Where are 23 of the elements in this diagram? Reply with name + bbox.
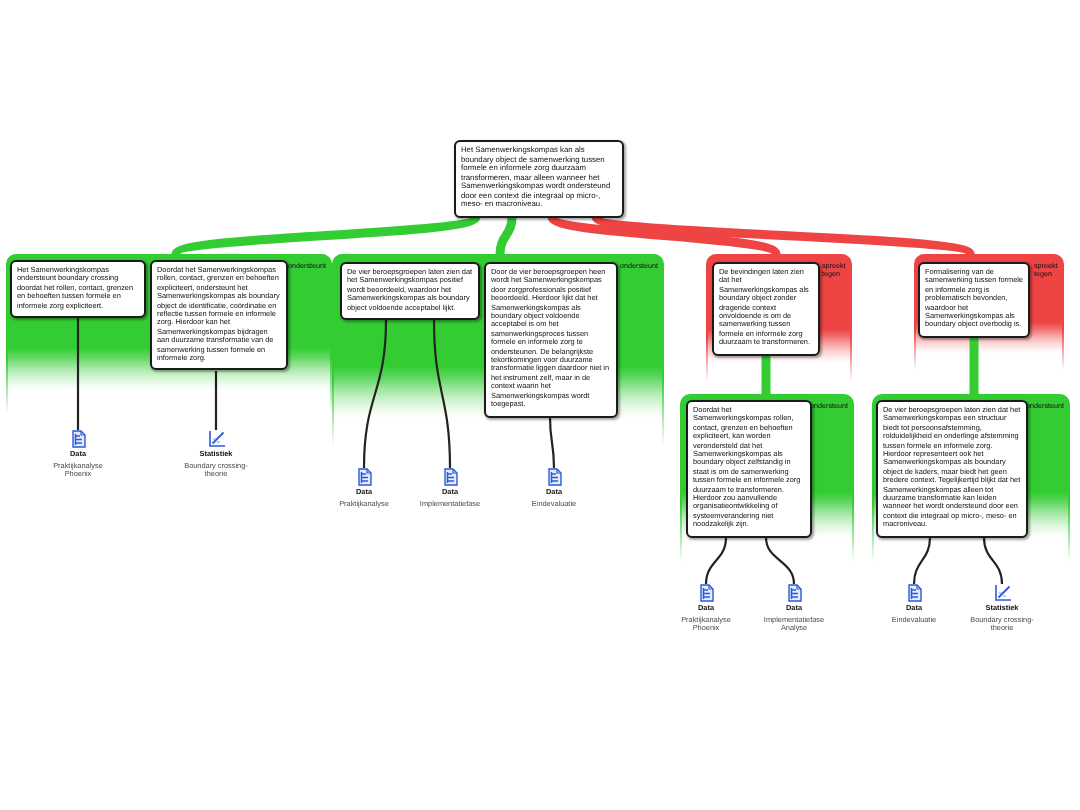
argument-panel: [706, 254, 852, 382]
connector-line: [362, 320, 388, 469]
claim-box: [10, 260, 146, 319]
claim-box: [340, 262, 480, 321]
argument-panel: [332, 254, 664, 446]
connector-band: [173, 213, 479, 258]
connector-line: [432, 320, 452, 469]
connector-band: [548, 213, 780, 258]
connector-line: [912, 537, 932, 585]
connector-line: [982, 537, 1004, 585]
argument-panel: [872, 394, 1070, 562]
connector-line: [214, 370, 218, 430]
connector-line: [76, 318, 80, 430]
connector-band: [495, 216, 517, 255]
connector-line: [764, 537, 796, 585]
connector-line: [548, 417, 556, 468]
connector-line: [704, 537, 728, 585]
argument-panel: [914, 254, 1064, 370]
connector-band: [593, 213, 973, 258]
claim-box: [454, 140, 624, 217]
connector-band: [761, 355, 771, 394]
argument-panel: [680, 394, 854, 562]
connector-band: [969, 337, 979, 394]
